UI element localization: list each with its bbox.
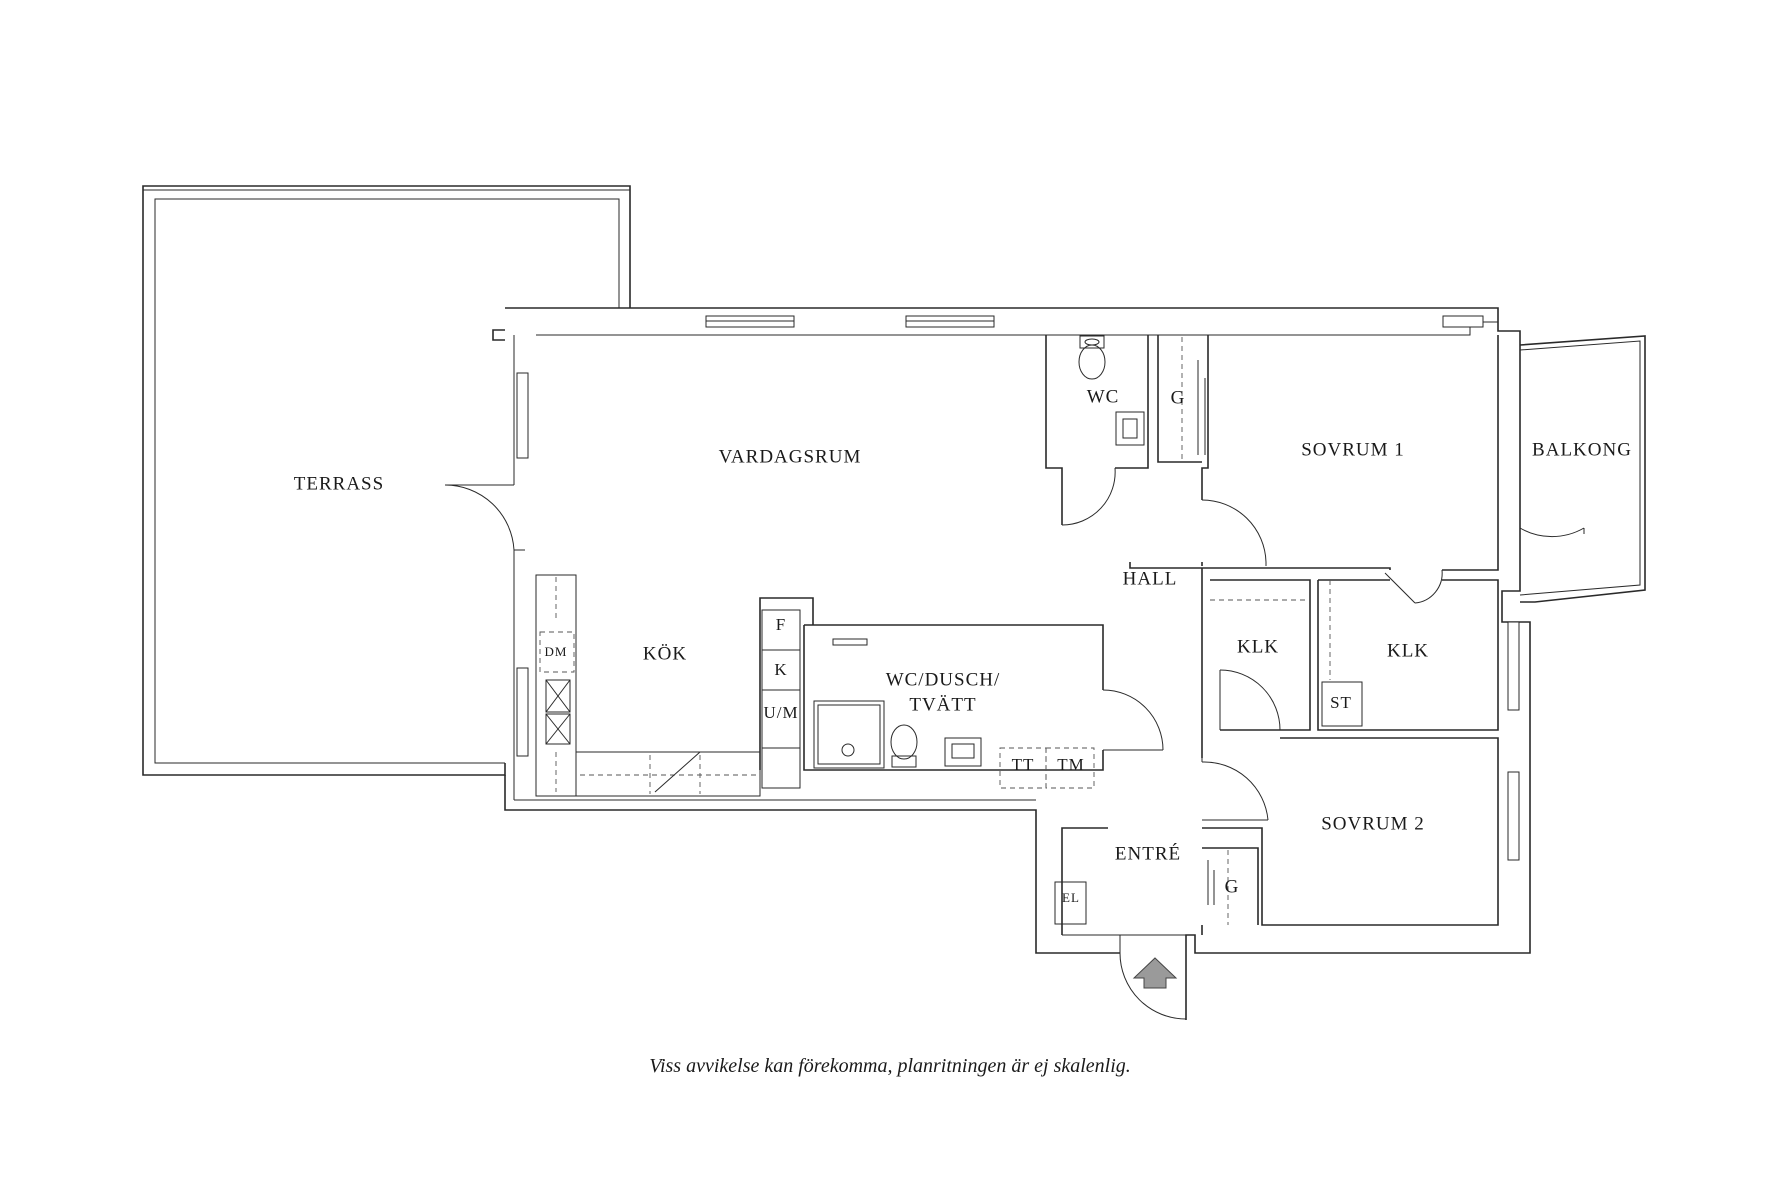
terrass-outline [142, 185, 631, 776]
label-kok: KÖK [643, 643, 687, 664]
label-tm: TM [1057, 755, 1085, 774]
label-sovrum2: SOVRUM 2 [1321, 813, 1425, 834]
wardrobe-entry [1201, 847, 1259, 935]
label-klk-1: KLK [1237, 636, 1279, 657]
label-g-entry: G [1225, 876, 1240, 897]
wardrobe-top [1157, 335, 1206, 463]
label-tt: TT [1012, 755, 1035, 774]
label-tvatt: TVÄTT [909, 694, 976, 715]
label-wc-dusch: WC/DUSCH/ [886, 669, 1001, 690]
label-g-top: G [1171, 387, 1186, 408]
label-k: K [774, 660, 787, 679]
wc-dusch-tvatt-room [803, 624, 1164, 789]
label-el: EL [1062, 890, 1080, 905]
klk-closets [1201, 568, 1499, 758]
label-st: ST [1330, 693, 1352, 712]
balkong [1497, 335, 1646, 603]
label-balkong: BALKONG [1532, 439, 1632, 460]
entrance-arrow-icon [1132, 957, 1178, 989]
wc-room [1045, 335, 1149, 526]
label-um: U/M [763, 703, 798, 722]
label-f: F [776, 615, 786, 634]
label-hall: HALL [1123, 568, 1178, 589]
label-terrass: TERRASS [294, 473, 384, 494]
label-dm: DM [545, 644, 568, 659]
label-entre: ENTRÉ [1115, 842, 1181, 864]
label-wc: WC [1087, 386, 1120, 407]
label-vardagsrum: VARDAGSRUM [719, 446, 862, 467]
entre-room [1054, 827, 1187, 1020]
label-sovrum1: SOVRUM 1 [1301, 439, 1405, 460]
kitchen [535, 574, 814, 797]
terrass-door [444, 484, 525, 551]
sovrum1-room [1129, 335, 1499, 604]
sovrum2-room [1201, 737, 1499, 926]
disclaimer-note: Viss avvikelse kan förekomma, planritnin… [649, 1055, 1131, 1077]
label-klk-2: KLK [1387, 640, 1429, 661]
apartment-walls [492, 307, 1531, 1020]
top-windows [516, 315, 1520, 861]
